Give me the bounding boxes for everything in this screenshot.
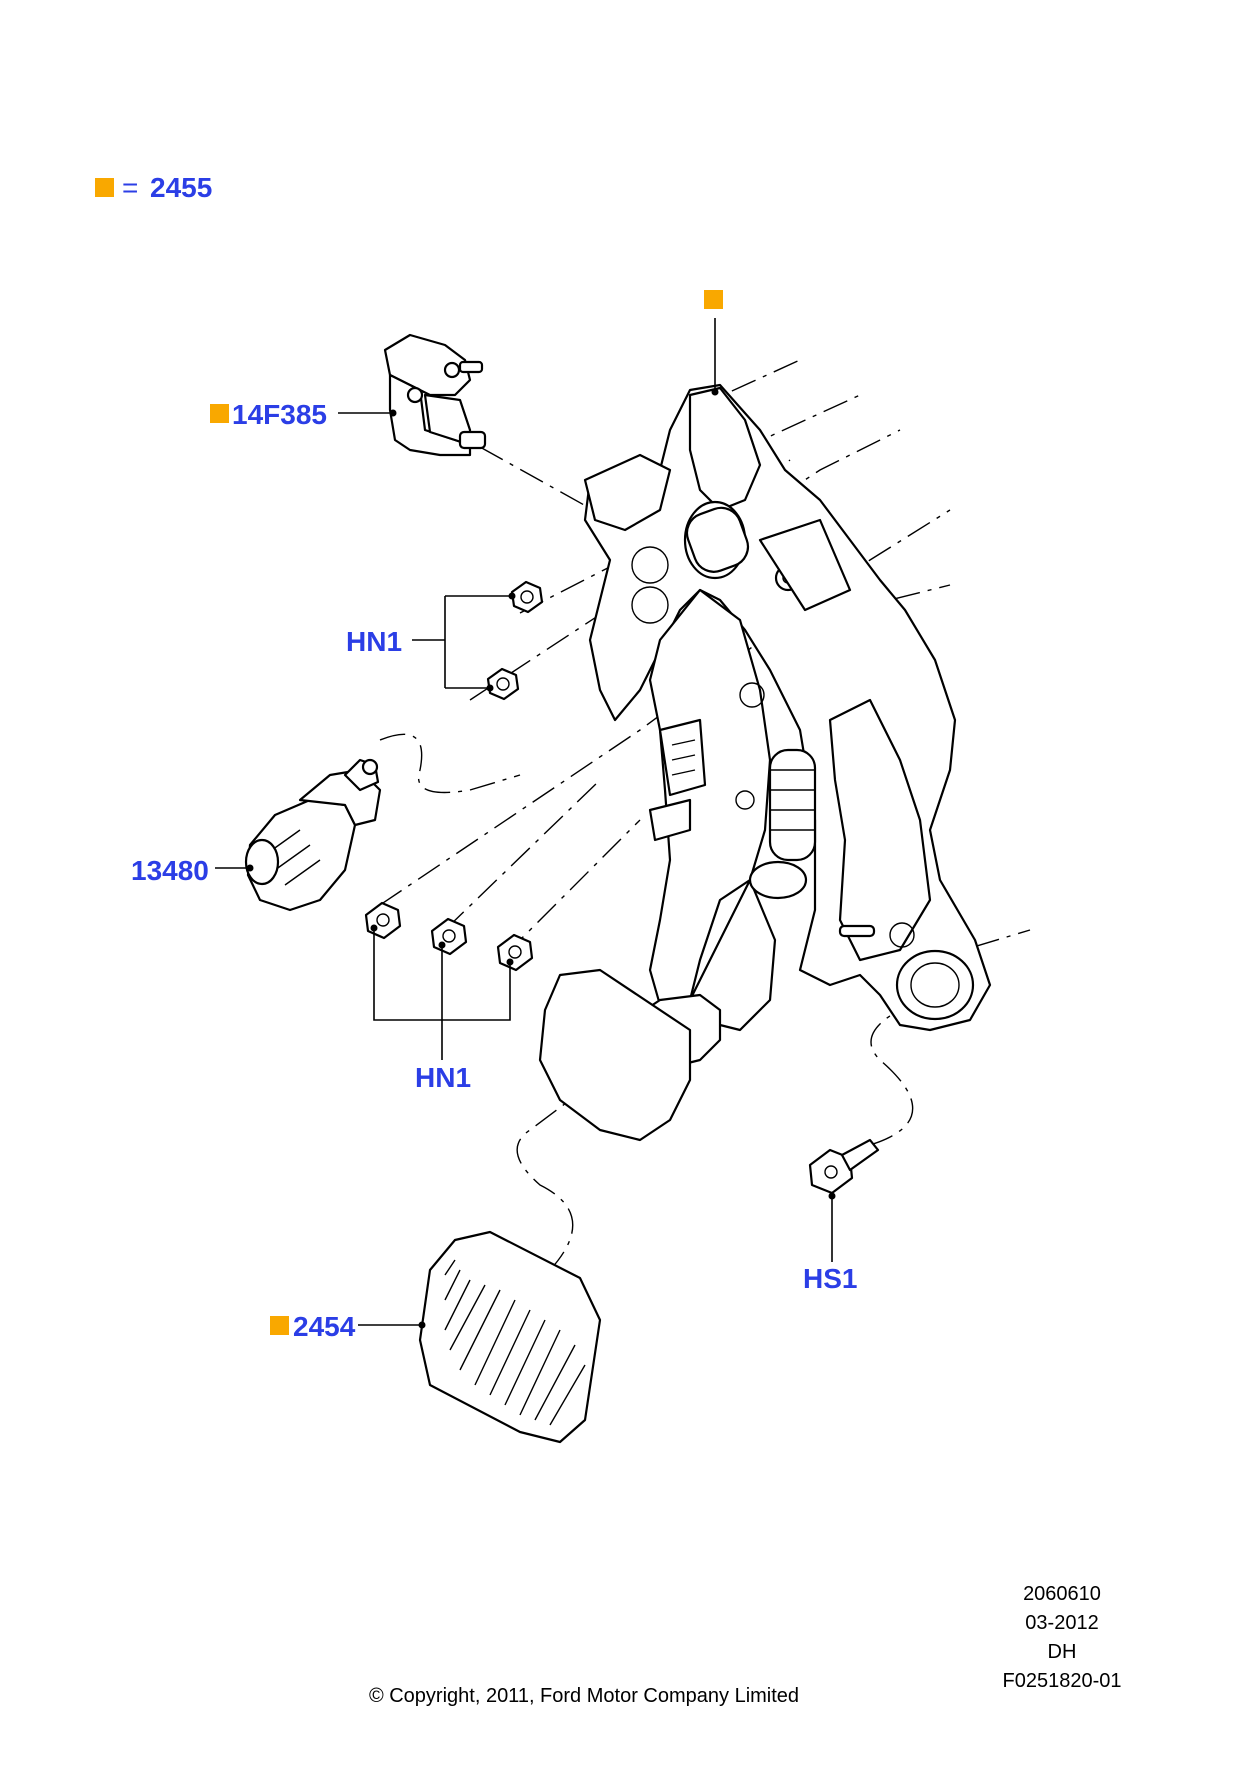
legend: = 2455 xyxy=(95,172,212,203)
leader-lines xyxy=(215,318,836,1329)
nuts-upper-callout: HN1 xyxy=(346,626,402,657)
legend-equals: = xyxy=(122,172,138,203)
pedal-bracket-assembly xyxy=(583,383,992,1032)
metadata: 2060610 03-2012 DH F0251820-01 © Copyrig… xyxy=(369,1583,1122,1707)
callouts: 14F385 HN1 13480 HN1 HS1 2454 xyxy=(131,290,857,1342)
bolt-hs1 xyxy=(808,1138,880,1195)
diagram-reference: F0251820-01 xyxy=(1003,1670,1122,1692)
diagram-date: 03-2012 xyxy=(1025,1612,1098,1634)
sensor-14f385 xyxy=(383,333,487,457)
switch-13480 xyxy=(244,758,382,912)
nuts-upper xyxy=(486,580,544,701)
sensor-callout: 14F385 xyxy=(232,399,327,430)
diagram-number: 2060610 xyxy=(1023,1583,1101,1605)
legend-code: 2455 xyxy=(150,172,212,203)
legend-marker-icon xyxy=(95,178,114,197)
bolt-callout: HS1 xyxy=(803,1263,857,1294)
pedal-bracket-marker-icon xyxy=(704,290,723,309)
nuts-lower-callout: HN1 xyxy=(415,1062,471,1093)
copyright: © Copyright, 2011, Ford Motor Company Li… xyxy=(369,1685,799,1707)
switch-callout: 13480 xyxy=(131,855,209,886)
pedal-pad-2454 xyxy=(418,1230,602,1444)
pedal-lower xyxy=(538,968,722,1142)
sensor-marker-icon xyxy=(210,404,229,423)
nuts-lower xyxy=(364,901,534,972)
pedal-pad-callout: 2454 xyxy=(293,1311,356,1342)
diagram-code: DH xyxy=(1048,1641,1077,1663)
pedal-pad-marker-icon xyxy=(270,1316,289,1335)
